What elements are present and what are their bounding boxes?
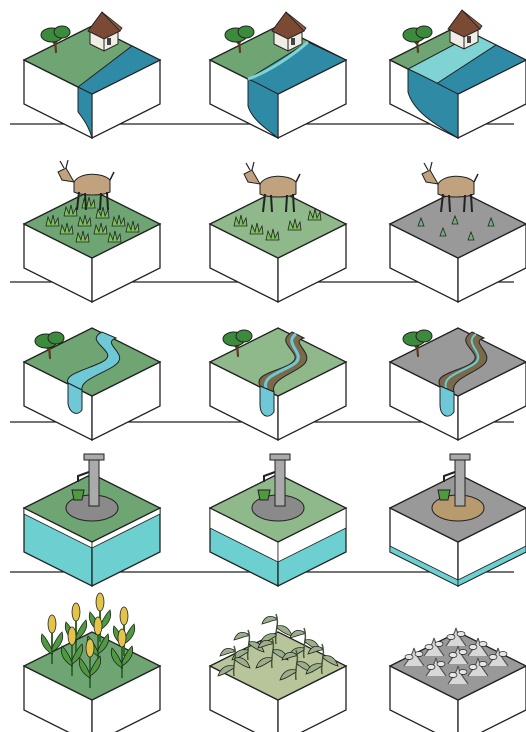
- coast-stage-1: [24, 12, 160, 138]
- river-stage-2: [210, 328, 346, 440]
- pump-stage-2: [210, 454, 346, 586]
- coast-stage-2: [210, 12, 346, 138]
- groundwater-row: [10, 454, 526, 586]
- river-stage-3: [390, 328, 526, 440]
- overgrazing-row: [10, 160, 526, 302]
- crop-stage-3: [390, 628, 526, 732]
- graze-stage-3: [390, 162, 526, 302]
- graze-stage-2: [210, 162, 346, 302]
- crop-stage-1: [24, 593, 160, 732]
- crop-decline-row: [24, 593, 526, 732]
- river-erosion-row: [10, 328, 526, 440]
- pump-stage-1: [24, 454, 160, 586]
- graze-stage-1: [24, 160, 160, 302]
- coastal-erosion-row: [10, 10, 526, 138]
- crop-stage-2: [210, 614, 346, 732]
- river-stage-1: [24, 328, 160, 440]
- pump-stage-3: [390, 454, 526, 586]
- coast-stage-3: [390, 10, 526, 138]
